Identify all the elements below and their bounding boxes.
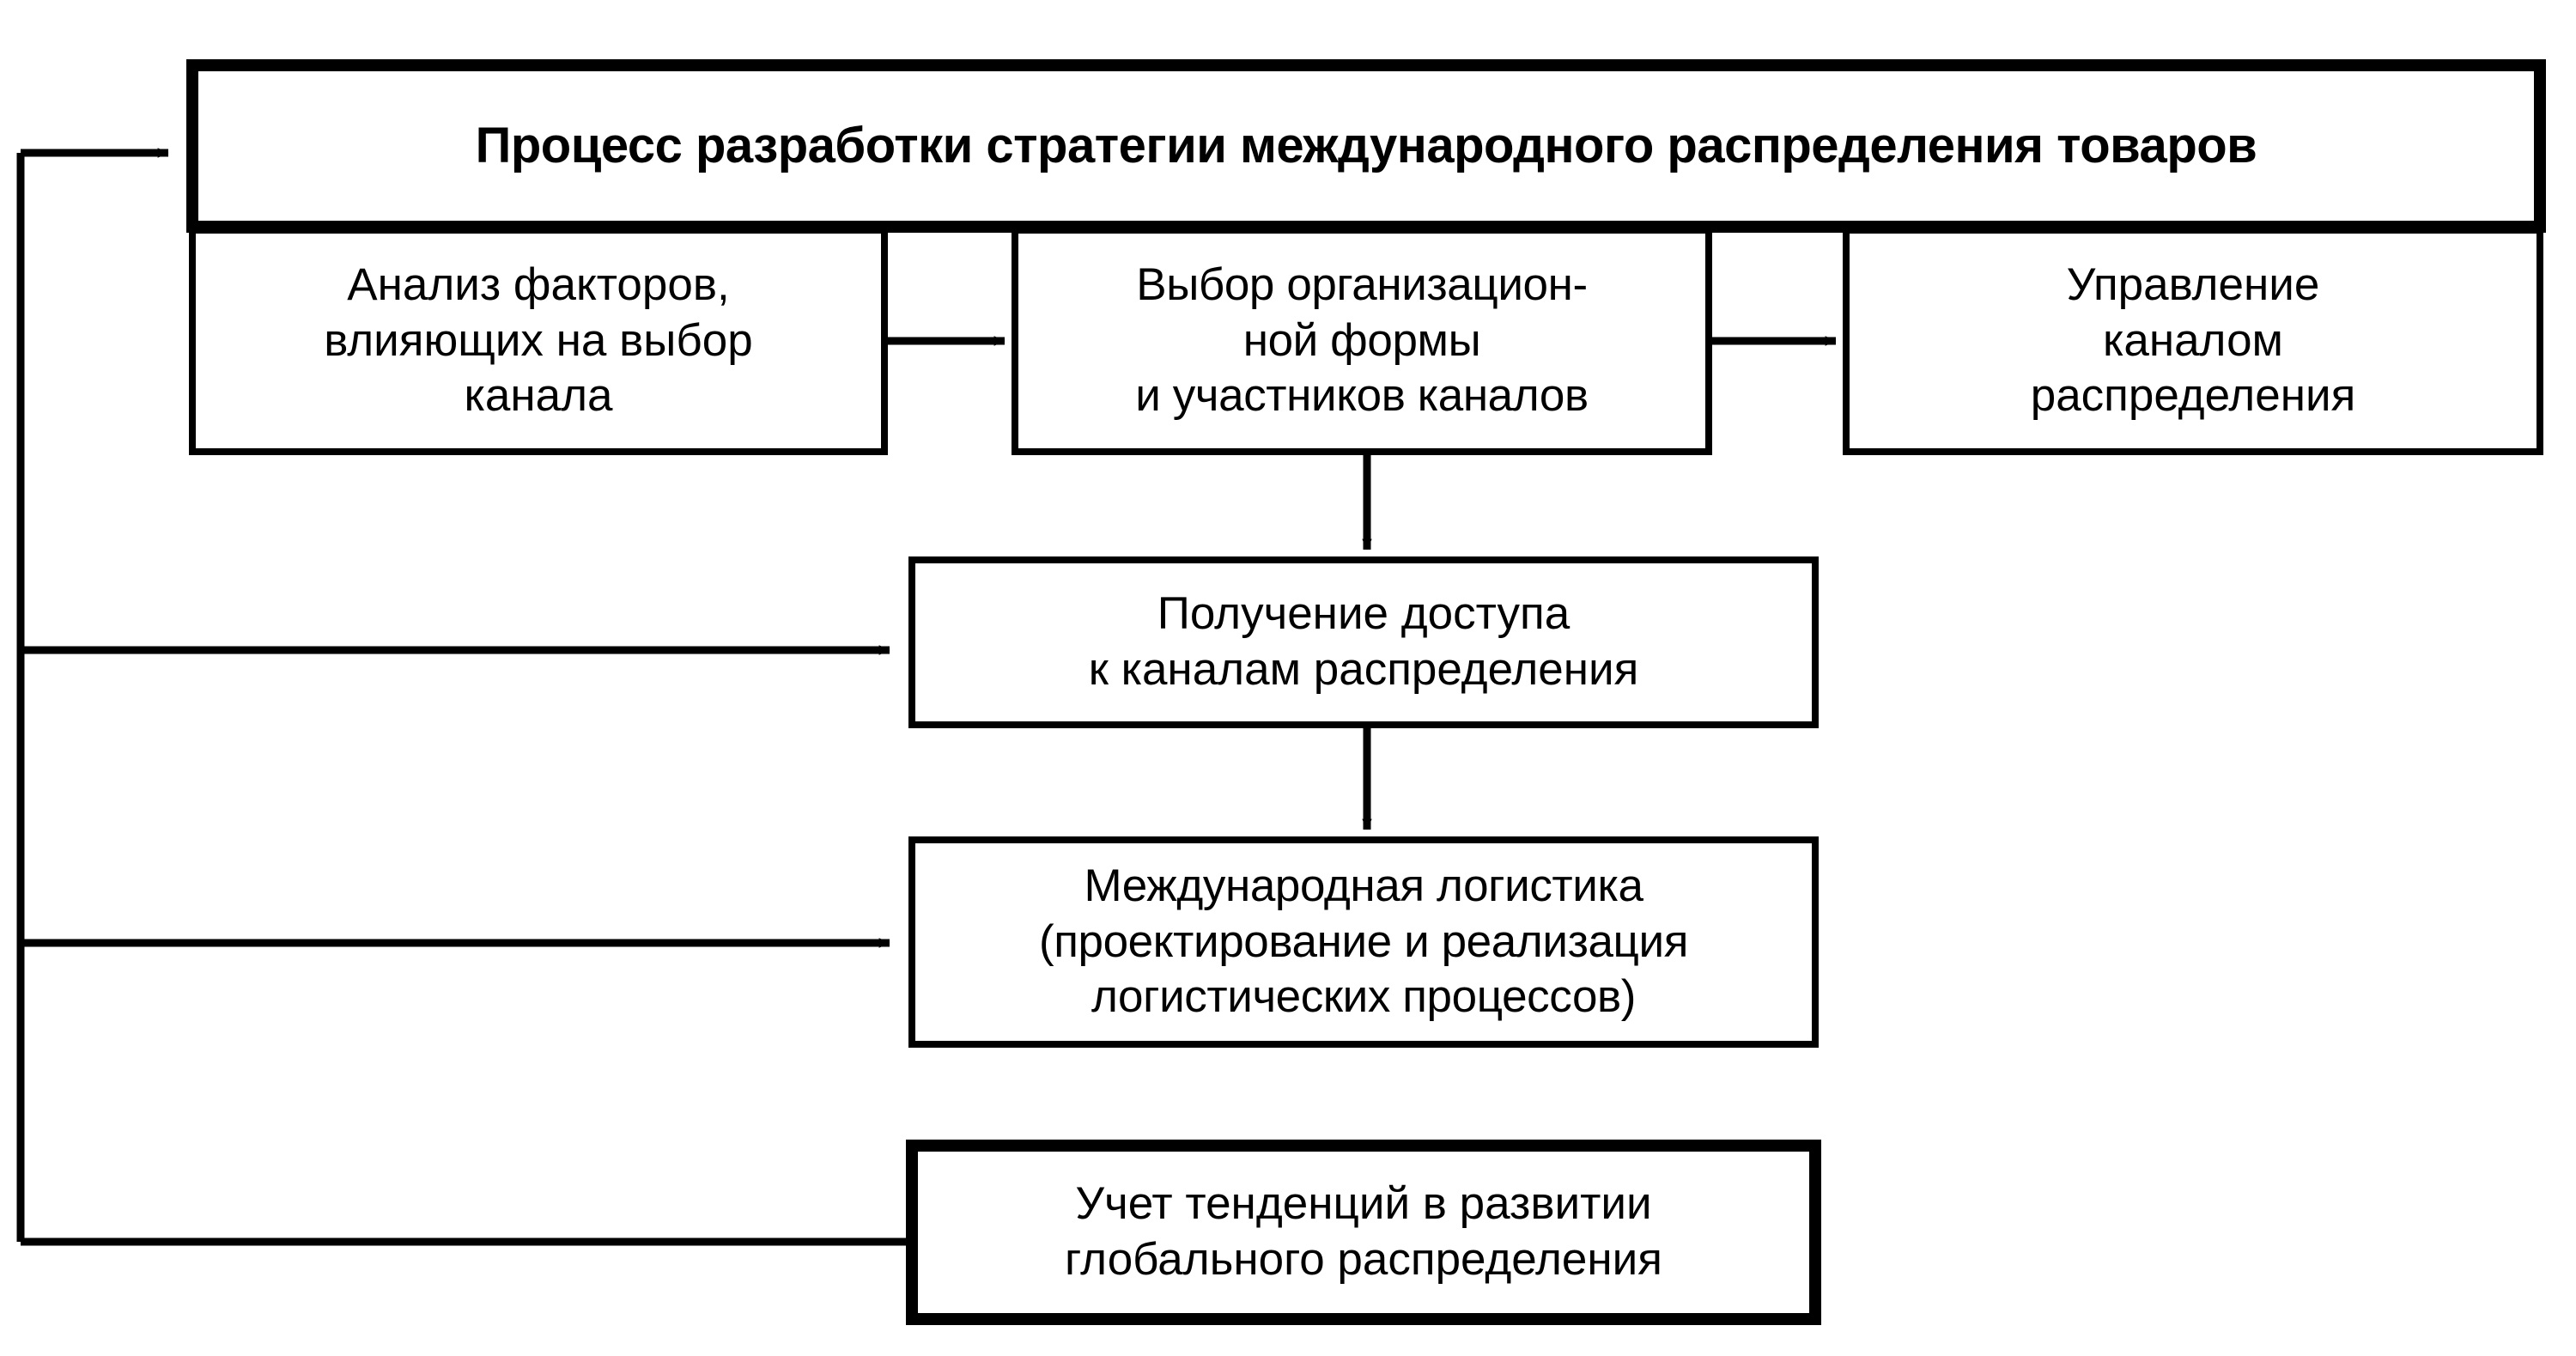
node-stage1-box bbox=[189, 227, 888, 455]
feedback-spine bbox=[16, 148, 912, 1246]
node-stage5-box bbox=[908, 836, 1819, 1048]
node-stage2-box bbox=[1012, 227, 1712, 455]
node-stage6-box bbox=[906, 1140, 1821, 1325]
node-stage3-box bbox=[1843, 227, 2543, 455]
node-stage4-box bbox=[908, 556, 1819, 728]
node-title-box bbox=[186, 59, 2546, 233]
